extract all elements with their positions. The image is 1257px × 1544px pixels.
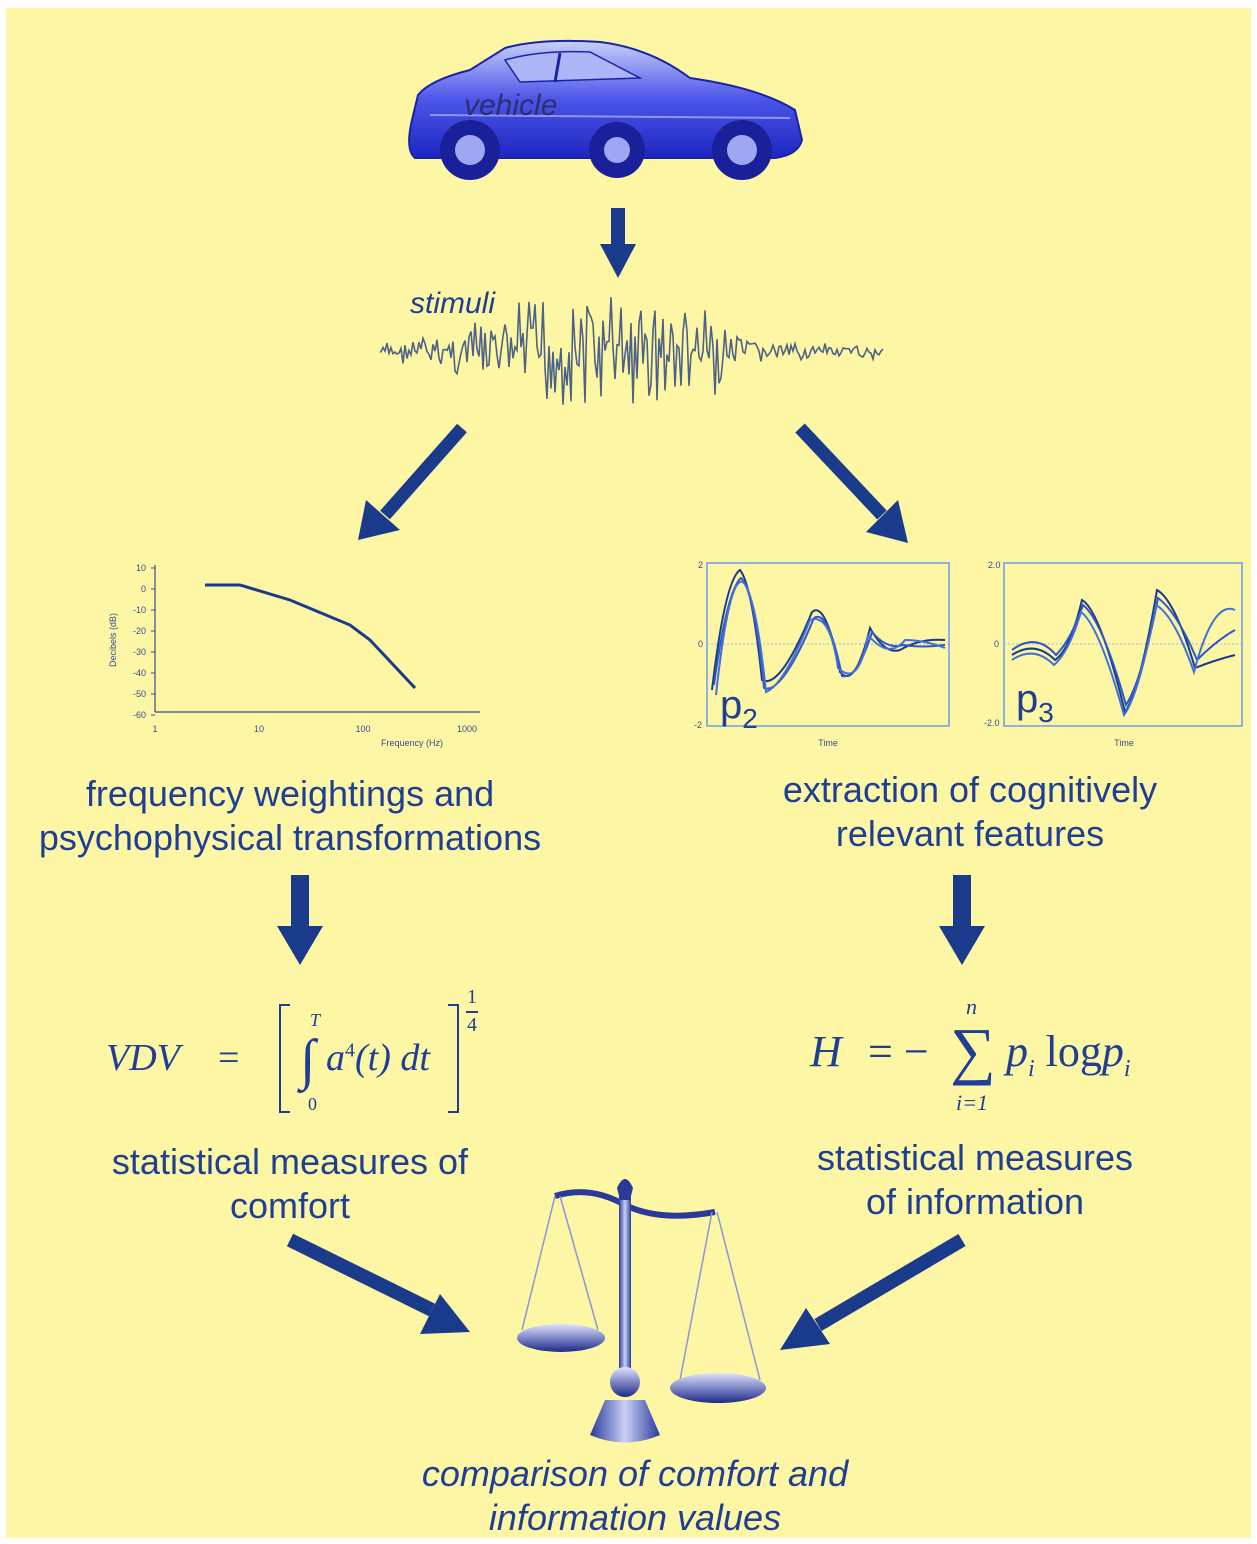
comparison-line-2: information values (488, 1497, 782, 1538)
p3-xlabel: Time (1114, 738, 1134, 748)
stat-comfort-label: statistical measures of comfort (60, 1140, 520, 1228)
weighting-xtick: 100 (355, 724, 370, 734)
arrow-stimuli-to-features (795, 423, 908, 543)
flow-arrows (277, 208, 985, 1350)
feature-plot-p2: 2 0 -2 Time p2 (694, 560, 950, 748)
entropy-equals: = − (868, 1027, 929, 1076)
freq-weighting-line-2: psychophysical transformations (38, 817, 542, 858)
p2-ytop: 2 (698, 560, 703, 570)
p2-xlabel: Time (818, 738, 838, 748)
weighting-ytick: -10 (133, 605, 146, 615)
freq-weighting-line-1: frequency weightings and (85, 773, 495, 814)
arrow-stimuli-to-weighting (358, 423, 467, 540)
weighting-xtick: 1 (152, 724, 157, 734)
entropy-upper: n (966, 994, 977, 1019)
vdv-equals: = (218, 1037, 240, 1079)
car-icon (408, 39, 804, 180)
extraction-line-1: extraction of cognitively (782, 769, 1158, 810)
comparison-label: comparison of comfort and information va… (330, 1452, 940, 1540)
p3-label: p3 (1016, 677, 1054, 728)
weighting-ytick: -40 (133, 668, 146, 678)
vdv-lhs: VDV (106, 1037, 180, 1079)
balance-scale-icon (517, 1179, 766, 1443)
stat-comfort-line-2: comfort (229, 1185, 351, 1226)
arrow-weighting-to-comfort (277, 875, 323, 965)
weighting-curve (205, 583, 417, 690)
vdv-exp-den: 4 (467, 1014, 477, 1036)
weighting-ytick: 10 (136, 563, 146, 573)
weighting-xtick: 1000 (457, 724, 477, 734)
weighting-ytick: 0 (141, 584, 146, 594)
arrow-comfort-to-compare (286, 1233, 470, 1334)
stat-info-line-2: of information (865, 1181, 1085, 1222)
extraction-line-2: relevant features (835, 813, 1105, 854)
vdv-integral: ∫ (300, 1029, 316, 1091)
vdv-exp-num: 1 (467, 986, 477, 1008)
comparison-line-1: comparison of comfort and (421, 1453, 849, 1494)
stimuli-waveform (379, 297, 884, 405)
stat-info-label: statistical measures of information (770, 1136, 1180, 1224)
feature-plot-p3: 2.0 0 -2.0 Time p3 (984, 560, 1243, 748)
stat-comfort-line-1: statistical measures of (111, 1141, 469, 1182)
weighting-ytick: -60 (133, 710, 146, 720)
weighting-ylabel: Decibels (dB) (108, 613, 118, 667)
vehicle-label: vehicle (464, 89, 558, 122)
weighting-xtick: 10 (254, 724, 264, 734)
weighting-ytick: -30 (133, 647, 146, 657)
extraction-label: extraction of cognitively relevant featu… (740, 768, 1200, 856)
entropy-sigma: ∑ (950, 1015, 996, 1086)
vdv-brackets (279, 1004, 478, 1113)
weighting-ytick: -20 (133, 626, 146, 636)
p2-label: p2 (720, 683, 758, 734)
entropy-lhs: H (810, 1027, 842, 1076)
arrow-car-to-stimuli (600, 208, 636, 278)
vdv-upper: T (310, 1010, 321, 1030)
entropy-terms: pi logpi (1006, 1027, 1131, 1082)
vdv-integrand: a4(t) dt (326, 1037, 430, 1079)
p2-ybot: -2 (694, 720, 702, 730)
p3-ytop: 2.0 (988, 560, 1001, 570)
arrow-info-to-compare (780, 1233, 966, 1350)
freq-weighting-label: frequency weightings and psychophysical … (20, 772, 560, 860)
stimuli-label: stimuli (410, 287, 496, 320)
p2-ymid: 0 (698, 639, 703, 649)
vdv-lower: 0 (308, 1094, 317, 1114)
stat-info-line-1: statistical measures (816, 1137, 1134, 1178)
entropy-lower: i=1 (956, 1090, 988, 1115)
weighting-xlabel: Frequency (Hz) (381, 738, 443, 748)
p3-ybot: -2.0 (984, 718, 1000, 728)
p3-ymid: 0 (994, 639, 999, 649)
arrow-features-to-info (939, 875, 985, 965)
weighting-ytick: -50 (133, 689, 146, 699)
